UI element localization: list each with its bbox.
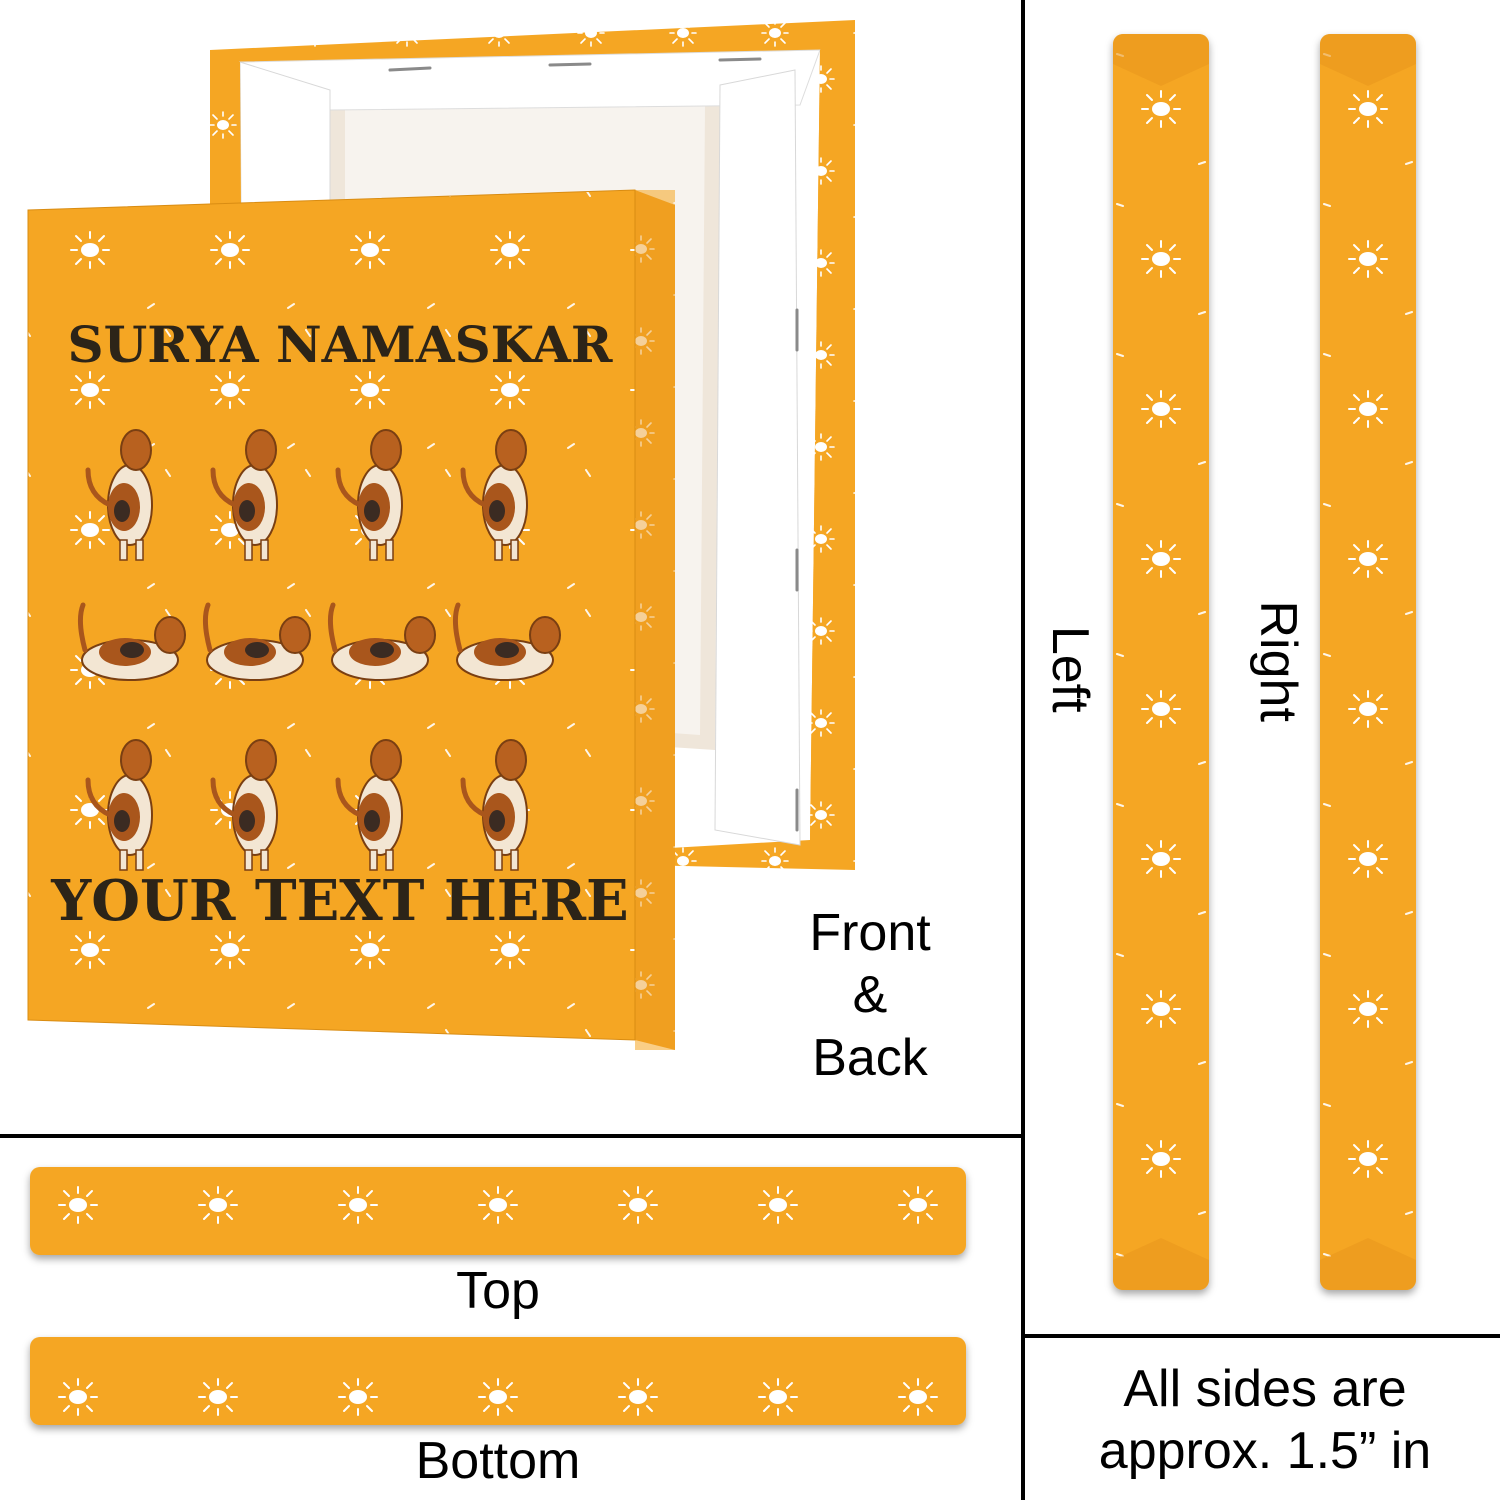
sides-size-note: All sides are approx. 1.5” in <box>1030 1358 1500 1483</box>
beagle-shape <box>85 777 113 818</box>
horizontal-divider-right <box>1023 1334 1500 1338</box>
beagle-shape <box>114 810 130 832</box>
beagle-shape <box>494 539 503 561</box>
beagle-shape <box>335 777 363 818</box>
canvas-front-view: SURYA NAMASKAR YOUR TEXT HERE <box>27 189 675 1050</box>
beagle-shape <box>279 616 311 654</box>
beagle-shape <box>210 777 238 818</box>
beagle-shape <box>495 642 519 658</box>
front-subtitle: YOUR TEXT HERE <box>50 868 628 934</box>
left-side-strip <box>1113 34 1209 1290</box>
note-line1: All sides are <box>1123 1360 1407 1418</box>
beagle-shape <box>452 602 463 653</box>
label-top: Top <box>456 1262 540 1320</box>
beagle-yoga-pose <box>85 739 153 871</box>
beagle-shape <box>510 539 519 561</box>
beagle-shape <box>369 539 378 561</box>
beagle-yoga-pose <box>85 429 153 561</box>
beagle-shape <box>202 602 213 653</box>
beagle-yoga-pose <box>202 602 311 681</box>
beagle-shape <box>244 539 253 561</box>
beagle-shape <box>120 642 144 658</box>
beagle-yoga-pose <box>210 429 278 561</box>
label-right: Right <box>1249 600 1308 722</box>
beagle-shape <box>119 849 128 871</box>
beagle-shape <box>77 602 88 653</box>
right-side-strip <box>1320 34 1416 1290</box>
label-ampersand: & <box>852 966 888 1025</box>
horizontal-divider-left <box>0 1134 1023 1138</box>
beagle-shape <box>460 777 488 818</box>
beagle-shape <box>114 500 130 522</box>
beagle-shape <box>260 849 269 871</box>
label-back: Back <box>812 1028 928 1087</box>
beagle-shape <box>495 429 527 471</box>
beagle-shape <box>135 539 144 561</box>
beagle-shape <box>85 467 113 508</box>
beagle-shape <box>489 810 505 832</box>
beagle-shape <box>239 810 255 832</box>
beagle-shape <box>385 849 394 871</box>
beagle-shape <box>119 539 128 561</box>
beagle-shape <box>239 500 255 522</box>
beagle-shape <box>460 467 488 508</box>
beagle-shape <box>370 429 402 471</box>
beagle-shape <box>370 739 402 781</box>
beagle-shape <box>385 539 394 561</box>
front-title: SURYA NAMASKAR <box>68 315 613 374</box>
beagle-yoga-pose <box>327 602 436 681</box>
beagle-shape <box>335 467 363 508</box>
beagle-yoga-pose <box>452 602 561 681</box>
beagle-shape <box>364 810 380 832</box>
beagle-shape <box>120 739 152 781</box>
beagle-shape <box>510 849 519 871</box>
beagle-shape <box>135 849 144 871</box>
beagle-yoga-pose <box>460 429 528 561</box>
beagle-yoga-pose <box>335 739 403 871</box>
beagle-shape <box>244 849 253 871</box>
label-front-back: Front & Back <box>770 902 970 1089</box>
note-line2: approx. 1.5” in <box>1098 1422 1432 1481</box>
beagle-shape <box>369 849 378 871</box>
beagle-shape <box>245 429 277 471</box>
beagle-yoga-pose <box>77 602 186 681</box>
beagle-shape <box>489 500 505 522</box>
beagle-yoga-pose <box>460 739 528 871</box>
label-left: Left <box>1041 625 1100 713</box>
beagle-shape <box>494 849 503 871</box>
bottom-side-strip <box>30 1337 966 1425</box>
beagle-shape <box>210 467 238 508</box>
beagle-shape <box>154 616 186 654</box>
illustration-grid <box>77 429 561 871</box>
beagle-shape <box>260 539 269 561</box>
label-front: Front <box>809 904 931 962</box>
beagle-shape <box>120 429 152 471</box>
beagle-shape <box>245 642 269 658</box>
beagle-shape <box>245 739 277 781</box>
label-bottom: Bottom <box>415 1432 581 1490</box>
top-side-strip <box>30 1167 966 1255</box>
beagle-yoga-pose <box>335 429 403 561</box>
beagle-shape <box>370 642 394 658</box>
beagle-yoga-pose <box>210 739 278 871</box>
beagle-shape <box>529 616 561 654</box>
beagle-shape <box>495 739 527 781</box>
beagle-shape <box>364 500 380 522</box>
vertical-divider <box>1021 0 1025 1500</box>
beagle-shape <box>327 602 338 653</box>
beagle-shape <box>404 616 436 654</box>
